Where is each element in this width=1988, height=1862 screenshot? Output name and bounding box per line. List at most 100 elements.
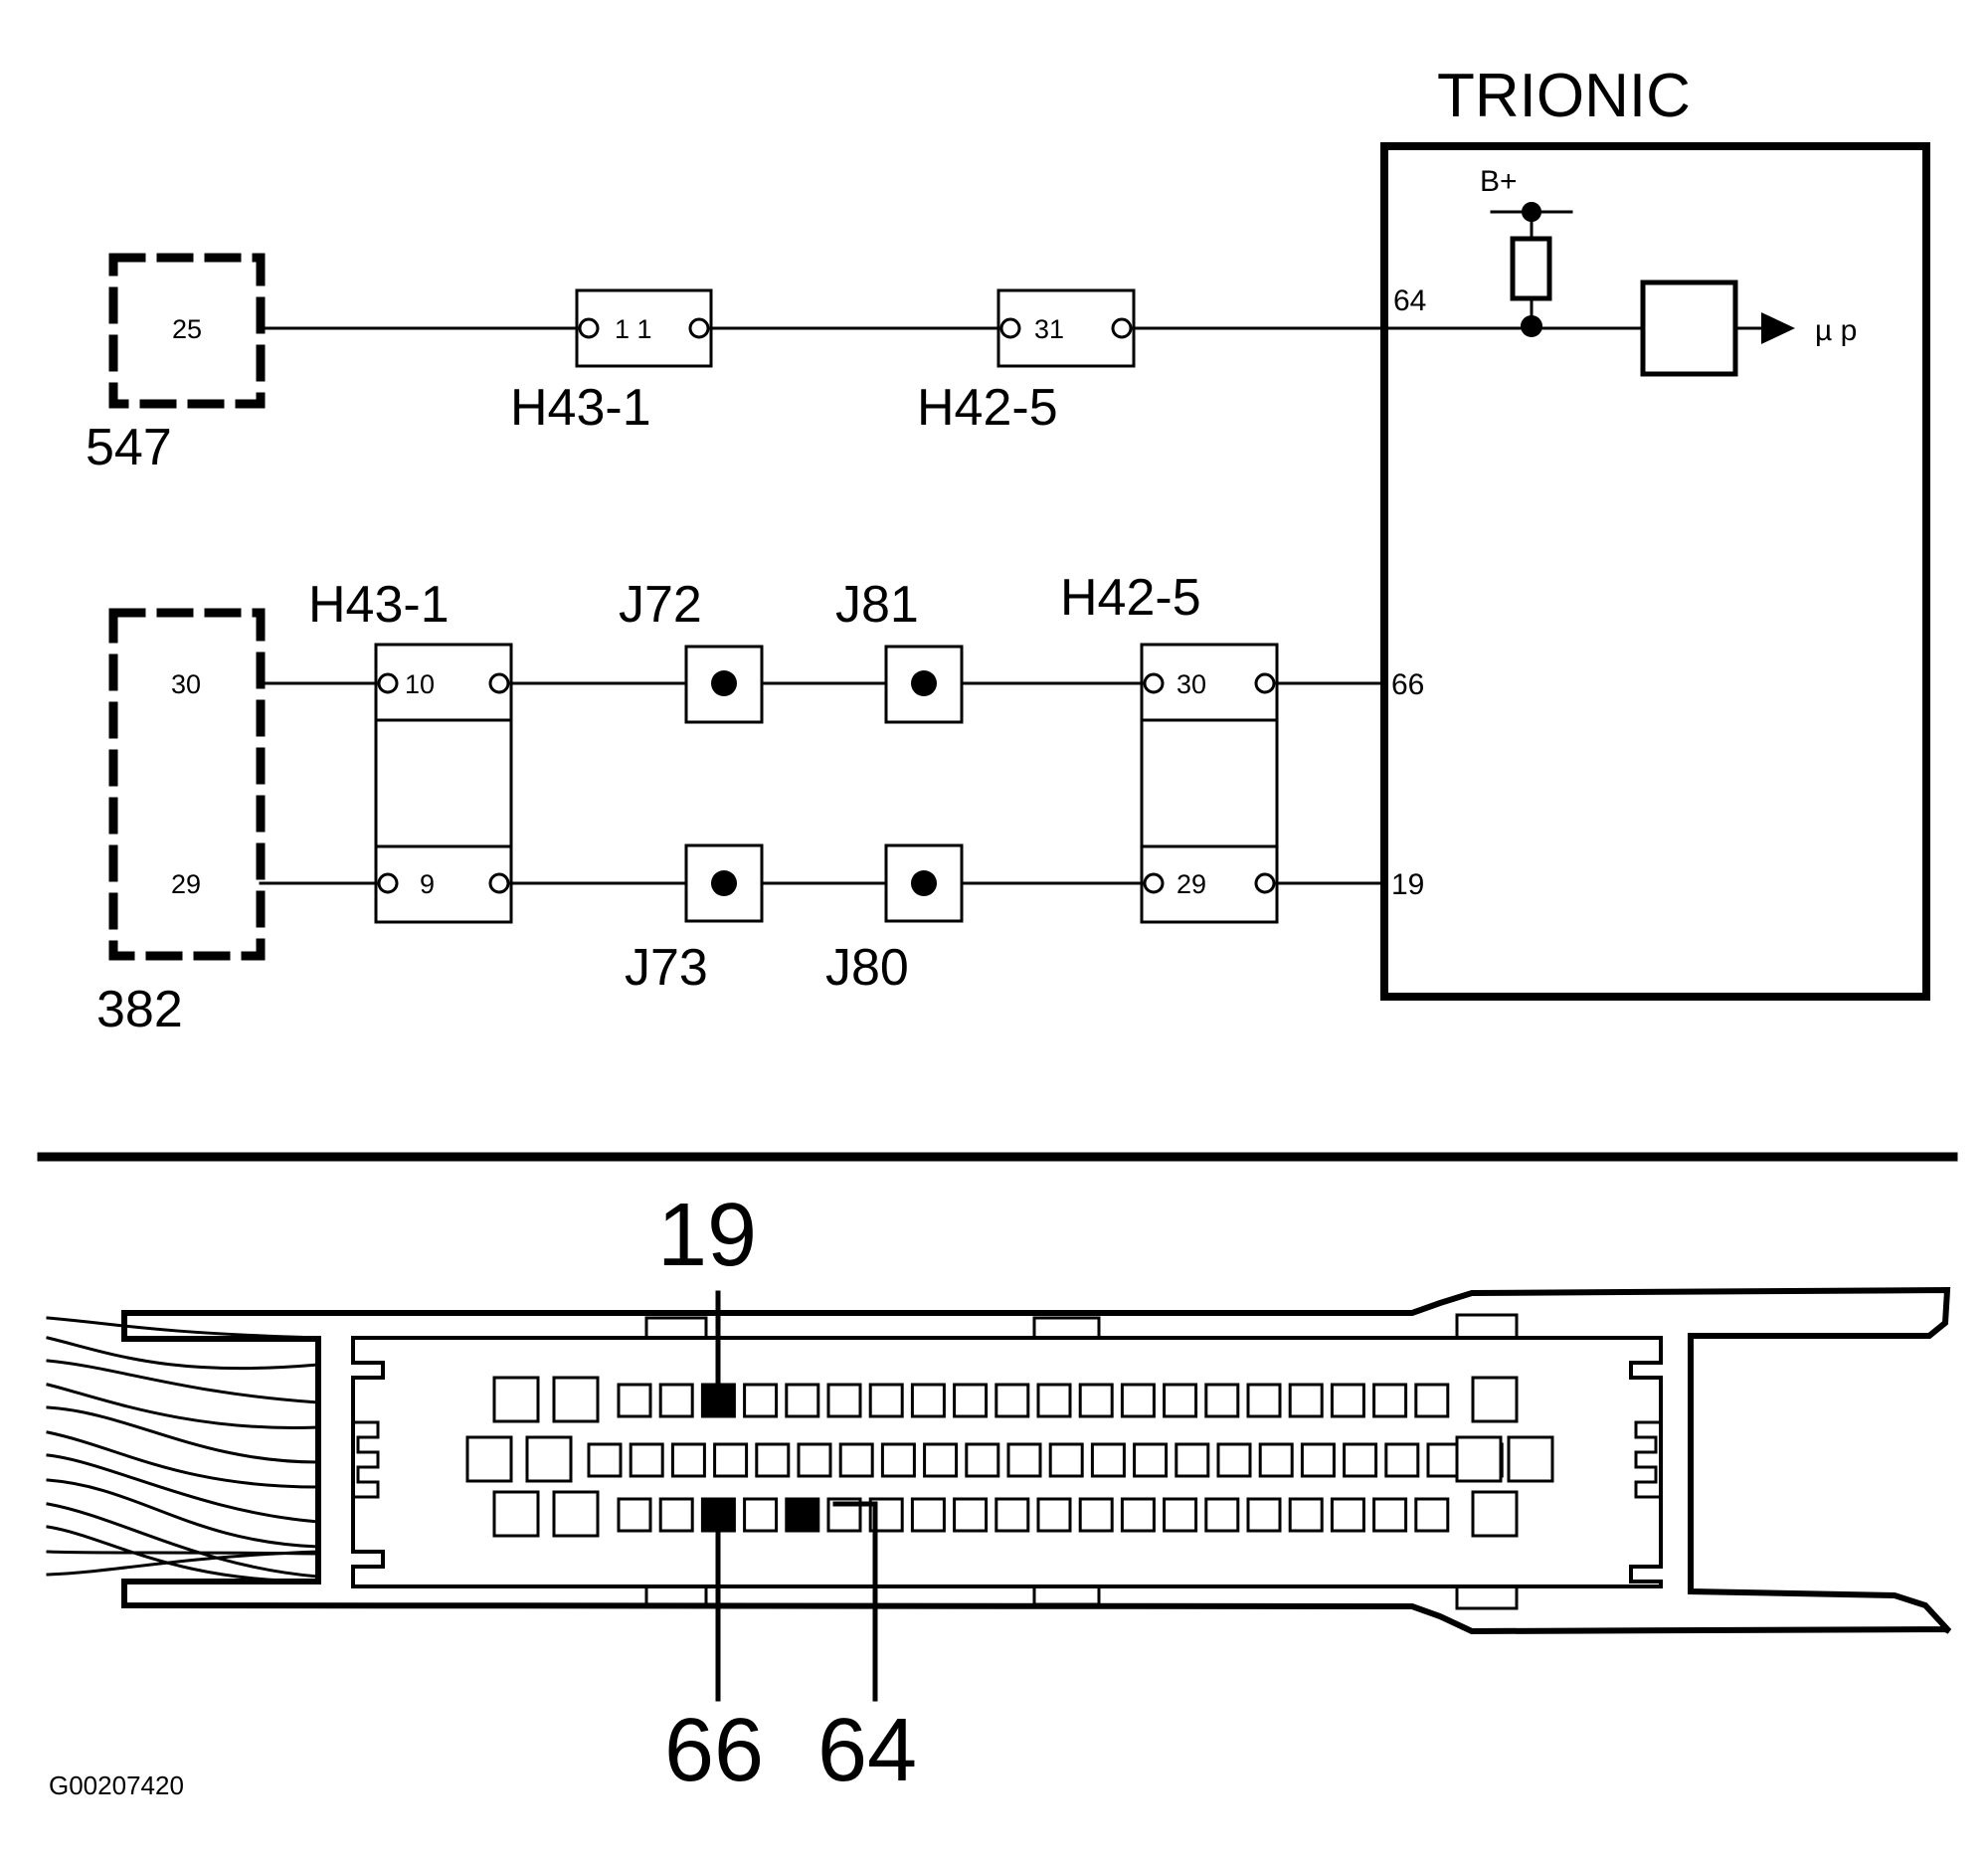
connector-h43-1-mid bbox=[374, 643, 513, 924]
pin bbox=[1246, 1497, 1282, 1533]
pin-large bbox=[552, 1490, 600, 1538]
pin bbox=[1330, 1383, 1365, 1418]
h42-5-top-pin: 31 bbox=[1034, 314, 1064, 344]
pin bbox=[1175, 1442, 1210, 1478]
pin bbox=[743, 1497, 779, 1533]
pin bbox=[1163, 1497, 1198, 1533]
splice-j81-label: J81 bbox=[835, 576, 919, 634]
pin bbox=[1300, 1442, 1336, 1478]
pin bbox=[1006, 1442, 1042, 1478]
component-382-box bbox=[108, 608, 266, 961]
pin bbox=[1036, 1383, 1072, 1418]
pin bbox=[1078, 1497, 1114, 1533]
arrow-right-icon bbox=[1761, 312, 1795, 344]
ecu-title: TRIONIC bbox=[1437, 62, 1691, 130]
component-382-pin-bottom: 29 bbox=[171, 869, 201, 899]
component-547-box bbox=[108, 253, 266, 409]
pin bbox=[1426, 1442, 1462, 1478]
pin bbox=[1414, 1383, 1450, 1418]
wire-bundle bbox=[46, 1316, 320, 1583]
h43-1-mid-pin-bottom: 9 bbox=[420, 869, 435, 899]
h42-5-mid-pin-top: 30 bbox=[1176, 669, 1206, 699]
pin bbox=[1343, 1442, 1378, 1478]
pin-large bbox=[492, 1376, 540, 1423]
callout-19-label: 19 bbox=[657, 1186, 757, 1285]
pullup-resistor bbox=[1510, 236, 1552, 301]
pin-large bbox=[465, 1435, 513, 1483]
pin bbox=[826, 1383, 862, 1418]
figure-code: G00207420 bbox=[49, 1770, 184, 1800]
ecu-pin-66: 66 bbox=[1391, 668, 1424, 701]
h42-5-mid-pin-bottom: 29 bbox=[1176, 869, 1206, 899]
component-382-label: 382 bbox=[96, 981, 183, 1038]
component-547-pin: 25 bbox=[172, 314, 202, 344]
pin bbox=[785, 1383, 820, 1418]
component-382-pin-top: 30 bbox=[171, 669, 201, 699]
pin bbox=[1372, 1383, 1408, 1418]
pin-large bbox=[1507, 1435, 1554, 1483]
pin bbox=[1372, 1497, 1408, 1533]
pin bbox=[1036, 1497, 1072, 1533]
pin bbox=[1078, 1383, 1114, 1418]
pin-large bbox=[1471, 1376, 1519, 1423]
callout-64-label: 64 bbox=[817, 1701, 917, 1800]
pin bbox=[1288, 1497, 1324, 1533]
pin bbox=[965, 1442, 1000, 1478]
pin bbox=[994, 1497, 1030, 1533]
pin bbox=[658, 1497, 694, 1533]
pin bbox=[1288, 1383, 1324, 1418]
connector-housing bbox=[121, 1286, 1952, 1635]
pin bbox=[1204, 1497, 1240, 1533]
pin bbox=[953, 1383, 989, 1418]
pin bbox=[1330, 1497, 1365, 1533]
pin bbox=[868, 1383, 904, 1418]
pin bbox=[617, 1497, 652, 1533]
connector-pin-grid bbox=[465, 1376, 1554, 1538]
micro-label: µ p bbox=[1815, 314, 1857, 347]
pin bbox=[1414, 1497, 1450, 1533]
pin bbox=[755, 1442, 791, 1478]
h43-1-mid-label: H43-1 bbox=[308, 576, 450, 634]
pin bbox=[797, 1442, 832, 1478]
pin bbox=[1163, 1383, 1198, 1418]
pin bbox=[953, 1497, 989, 1533]
pin bbox=[1120, 1383, 1156, 1418]
pin bbox=[617, 1383, 652, 1418]
pin bbox=[1120, 1497, 1156, 1533]
pin bbox=[1133, 1442, 1169, 1478]
pin bbox=[670, 1442, 706, 1478]
splice-j73-label: J73 bbox=[625, 939, 708, 997]
pin-large bbox=[1455, 1435, 1503, 1483]
pin-large bbox=[1471, 1490, 1519, 1538]
callout-64-leader bbox=[832, 1501, 878, 1702]
pin bbox=[629, 1442, 664, 1478]
h43-1-top-pin: 1 1 bbox=[615, 314, 652, 344]
pin bbox=[910, 1383, 946, 1418]
ecu-pin-19: 19 bbox=[1391, 868, 1424, 901]
trionic-ecu-box bbox=[1380, 142, 1930, 1001]
pin-large bbox=[525, 1435, 573, 1483]
pin bbox=[743, 1383, 779, 1418]
pin bbox=[910, 1497, 946, 1533]
connector-h42-5-mid bbox=[1140, 643, 1279, 924]
pin bbox=[713, 1442, 749, 1478]
callout-66-label: 66 bbox=[664, 1701, 764, 1800]
pin-large bbox=[552, 1376, 600, 1423]
pin bbox=[658, 1383, 694, 1418]
pin bbox=[587, 1442, 623, 1478]
ecu-pin-64: 64 bbox=[1393, 284, 1426, 317]
splice-j72-label: J72 bbox=[619, 576, 702, 634]
pin bbox=[880, 1442, 916, 1478]
pin bbox=[1246, 1383, 1282, 1418]
h42-5-top-label: H42-5 bbox=[917, 379, 1058, 437]
pin bbox=[1048, 1442, 1084, 1478]
splice-j80-label: J80 bbox=[825, 939, 909, 997]
pin bbox=[1384, 1442, 1420, 1478]
h43-1-top-label: H43-1 bbox=[510, 379, 651, 437]
pin bbox=[1204, 1383, 1240, 1418]
component-547-label: 547 bbox=[86, 419, 172, 476]
pin bbox=[1216, 1442, 1252, 1478]
pin-highlighted bbox=[785, 1497, 820, 1533]
h42-5-mid-label: H42-5 bbox=[1060, 569, 1201, 627]
pin-large bbox=[492, 1490, 540, 1538]
